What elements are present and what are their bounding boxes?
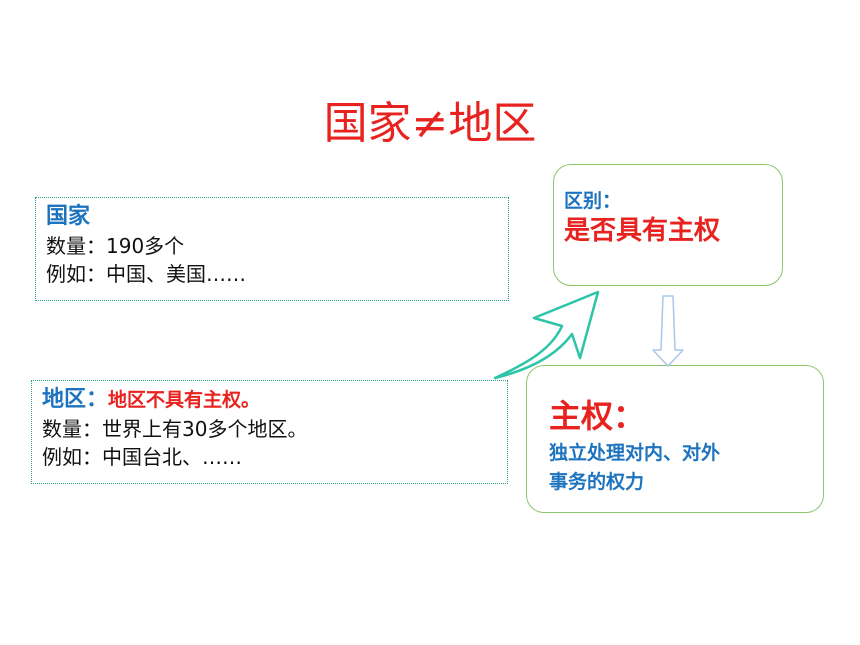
sovereignty-description-line1: 独立处理对内、对外 — [549, 442, 721, 464]
region-heading-note: 地区不具有主权。 — [108, 389, 261, 411]
difference-box: 区别： 是否具有主权 — [553, 164, 783, 286]
region-box: 地区：地区不具有主权。 数量：世界上有30多个地区。 例如：中国台北、…… — [31, 380, 508, 484]
down-arrow-icon — [652, 295, 684, 367]
country-example: 例如：中国、美国…… — [46, 262, 246, 286]
country-count: 数量：190多个 — [46, 234, 185, 258]
page-title: 国家≠地区 — [323, 98, 537, 149]
region-heading-row: 地区：地区不具有主权。 — [42, 385, 497, 415]
sovereignty-box: 主权： 独立处理对内、对外 事务的权力 — [526, 365, 824, 513]
region-heading: 地区： — [42, 387, 109, 412]
sovereignty-label: 主权： — [549, 397, 646, 435]
curved-arrow-icon — [493, 290, 600, 380]
sovereignty-description-line2: 事务的权力 — [549, 471, 645, 493]
region-count: 数量：世界上有30多个地区。 — [42, 417, 308, 441]
difference-value: 是否具有主权 — [564, 216, 721, 246]
region-example: 例如：中国台北、…… — [42, 445, 242, 469]
difference-label: 区别： — [564, 190, 622, 212]
country-heading: 国家 — [46, 204, 91, 229]
country-box: 国家 数量：190多个 例如：中国、美国…… — [35, 197, 509, 301]
